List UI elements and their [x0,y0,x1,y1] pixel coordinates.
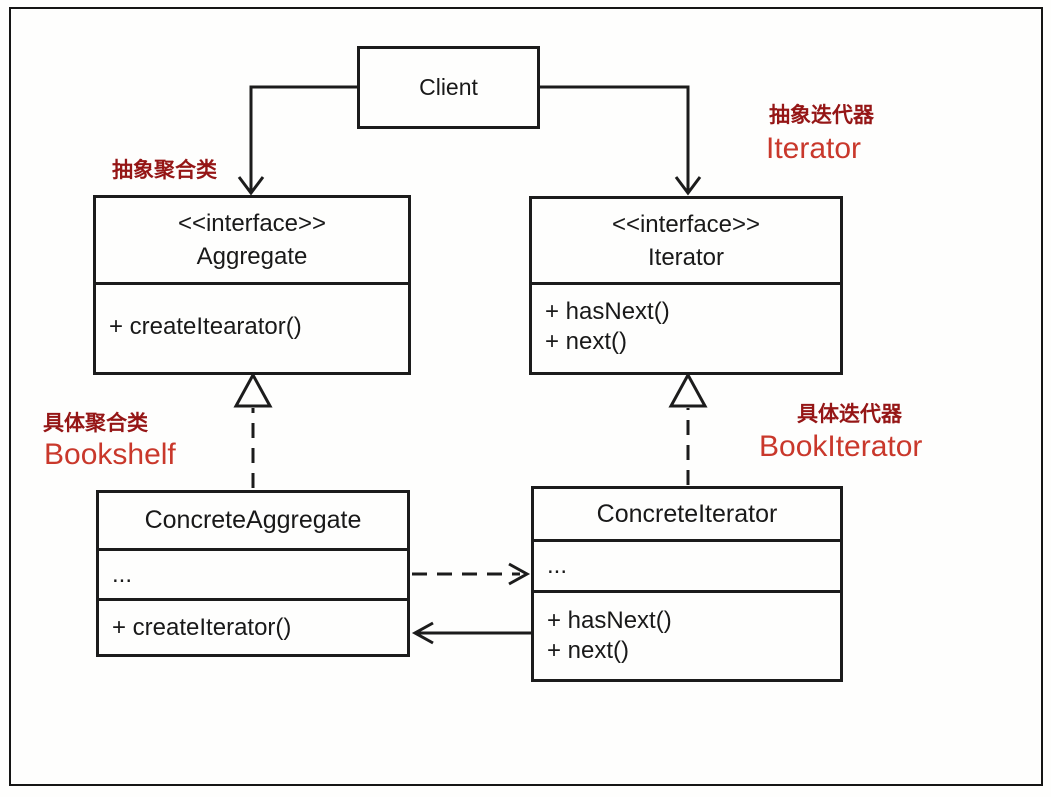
class-client: Client [357,46,540,129]
concrete-aggregate-method: + createIterator() [112,613,292,641]
concrete-iterator-title-compartment: ConcreteIterator [534,489,840,539]
concrete-iterator-method: + hasNext() [547,607,672,634]
concrete-aggregate-fields-compartment: ... [99,548,407,598]
concrete-aggregate-methods-compartment: + createIterator() [99,598,407,654]
iterator-methods-compartment: + hasNext() + next() [532,282,840,369]
iterator-method: + next() [545,328,628,355]
iterator-title-compartment: <<interface>> Iterator [532,199,840,282]
concrete-iterator-method: + next() [547,637,630,664]
concrete-iterator-methods-compartment: + hasNext() + next() [534,590,840,679]
aggregate-class-name: Aggregate [196,243,308,270]
class-concrete-iterator: ConcreteIterator ... + hasNext() + next(… [531,486,843,682]
annotation-abstract-iterator-zh: 抽象迭代器 [769,104,874,127]
annotation-concrete-iterator-zh: 具体迭代器 [797,403,902,426]
iterator-class-name: Iterator [647,243,725,271]
aggregate-title-compartment: <<interface>> Aggregate [96,198,408,282]
annotation-abstract-aggregate-zh: 抽象聚合类 [112,159,217,182]
annotation-abstract-iterator-en: Iterator [766,132,862,165]
concrete-aggregate-title-compartment: ConcreteAggregate [99,493,407,548]
concrete-iterator-class-name: ConcreteIterator [596,499,778,528]
class-iterator: <<interface>> Iterator + hasNext() + nex… [529,196,843,375]
concrete-iterator-field: ... [547,552,568,579]
annotation-concrete-iterator-en: BookIterator [759,430,923,463]
aggregate-stereotype: <<interface>> [177,210,327,237]
diagram-border-frame [9,7,1043,786]
client-class-name: Client [419,74,478,100]
concrete-iterator-fields-compartment: ... [534,539,840,590]
aggregate-methods-compartment: + createItearator() [96,282,408,369]
aggregate-method: + createItearator() [109,313,302,340]
concrete-aggregate-field: ... [112,560,133,588]
iterator-stereotype: <<interface>> [611,210,761,238]
class-concrete-aggregate: ConcreteAggregate ... + createIterator() [96,490,410,657]
concrete-aggregate-class-name: ConcreteAggregate [144,506,362,534]
class-aggregate: <<interface>> Aggregate + createItearato… [93,195,411,375]
annotation-concrete-aggregate-zh: 具体聚合类 [43,412,148,435]
annotation-concrete-aggregate-en: Bookshelf [44,438,176,471]
iterator-method: + hasNext() [545,298,670,325]
